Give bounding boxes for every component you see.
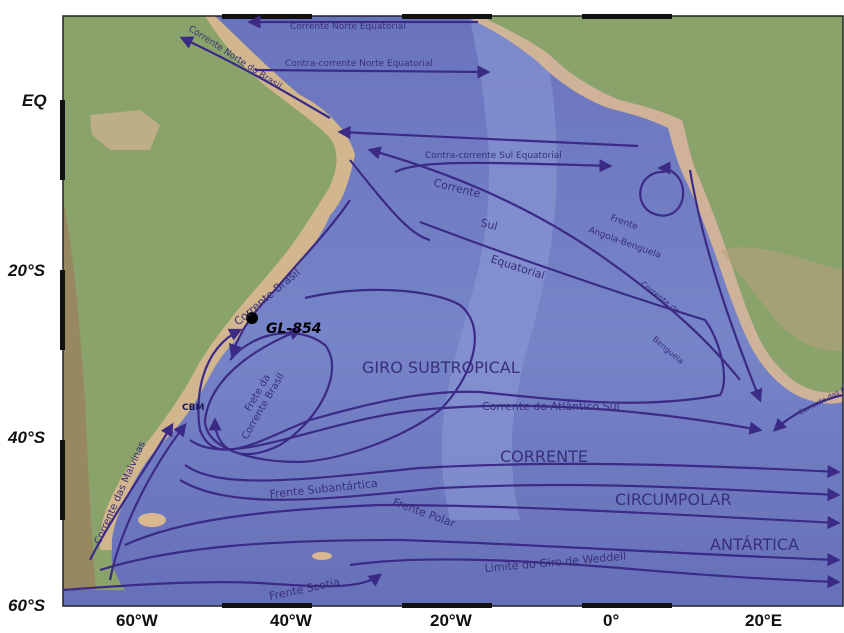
lbl-acc3: ANTÁRTICA: [710, 535, 799, 554]
africa-desert: [720, 247, 843, 351]
lbl-contra-sul: Contra-corrente Sul Equatorial: [425, 151, 562, 161]
lat-label-40s: 40°S: [7, 428, 46, 447]
frame-ticks: [60, 14, 672, 608]
lon-axis: 60°W 40°W 20°W 0° 20°E: [116, 611, 782, 630]
amazon-patch: [90, 110, 160, 150]
currents: [62, 15, 844, 592]
lbl-giro: GIRO SUBTROPICAL: [362, 358, 520, 377]
falklands: [138, 513, 166, 527]
lat-axis: EQ 20°S 40°S 60°S: [7, 91, 47, 615]
lat-label-20s: 20°S: [7, 261, 46, 280]
sa-coast: [99, 16, 355, 550]
lbl-acc1: CORRENTE: [500, 447, 588, 466]
andes: [63, 200, 96, 590]
lon-label-20w: 20°W: [430, 611, 473, 628]
lon-label-40w: 40°W: [270, 611, 313, 628]
lbl-contra-norte: Contra-corrente Norte Equatorial: [285, 59, 433, 69]
lon-label-20e: 20°E: [745, 611, 782, 628]
lon-label-60w: 60°W: [116, 611, 159, 628]
lon-label-0: 0°: [603, 611, 619, 628]
site-marker: [246, 312, 258, 324]
lat-label-eq: EQ: [22, 91, 47, 110]
site-label: GL-854: [266, 321, 321, 337]
south-georgia: [312, 552, 332, 560]
lbl-norte-equatorial: Corrente Norte Equatorial: [290, 22, 406, 32]
lbl-cbm: CBM: [182, 403, 204, 413]
south-america: [63, 16, 355, 590]
lbl-sul: Sul: [479, 216, 499, 233]
lbl-atlantico-sul: Corrente do Atlântico Sul: [482, 400, 620, 413]
lat-label-60s: 60°S: [8, 596, 46, 615]
africa: [480, 16, 843, 393]
ridge: [441, 18, 557, 520]
lbl-acc2: CIRCUMPOLAR: [615, 490, 731, 509]
